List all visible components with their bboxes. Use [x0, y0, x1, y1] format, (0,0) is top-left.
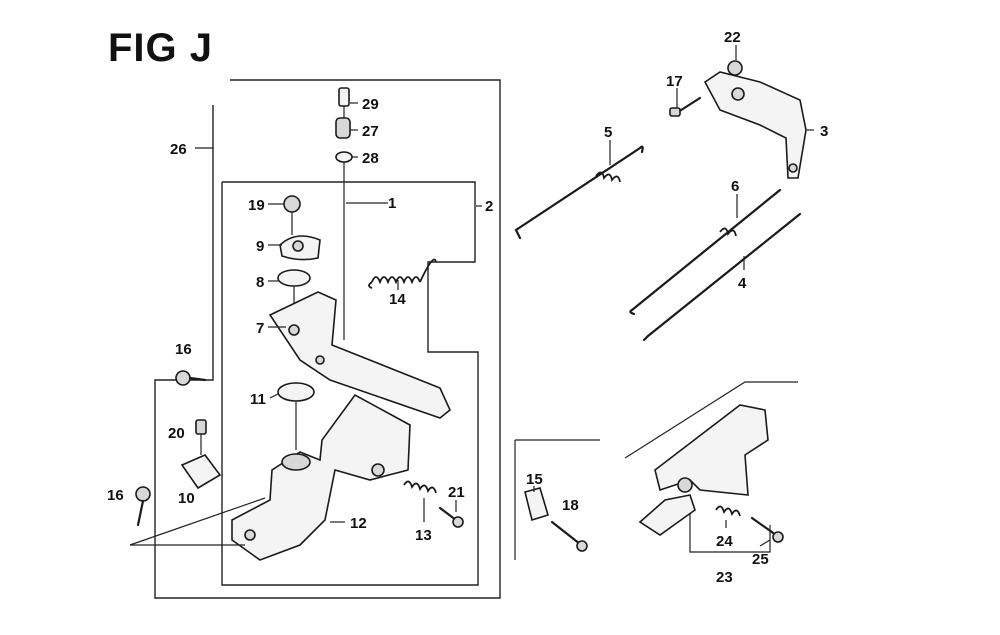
- assembly-frame-2: [221, 181, 479, 586]
- part-12-bracket: [231, 393, 411, 561]
- figure-title: FIG J: [108, 26, 214, 70]
- part-21-bolt: [438, 506, 464, 528]
- callout-15: 15: [526, 471, 543, 488]
- callout-13: 13: [415, 527, 432, 544]
- callout-1: 1: [388, 195, 396, 212]
- callout-24: 24: [716, 533, 733, 550]
- part-16-bolt-lower: [129, 486, 266, 546]
- callout-16-lower: 16: [107, 487, 124, 504]
- part-23-bracket: [638, 404, 769, 536]
- callout-8: 8: [256, 274, 264, 291]
- assembly-frame-23: [624, 381, 798, 553]
- callout-16-upper: 16: [175, 341, 192, 358]
- callout-22: 22: [724, 29, 741, 46]
- part-20-bolt: [195, 419, 207, 455]
- callout-19: 19: [248, 197, 265, 214]
- callout-5: 5: [604, 124, 612, 141]
- callout-4: 4: [738, 275, 747, 292]
- callout-17: 17: [666, 73, 683, 90]
- part-14-spring: [368, 258, 437, 289]
- part-28-washer: [335, 151, 353, 340]
- callout-12: 12: [350, 515, 367, 532]
- callout-11: 11: [250, 391, 266, 408]
- part-7-lever: [268, 291, 451, 419]
- callout-25: 25: [752, 551, 769, 568]
- assembly-frame-15-18: [514, 439, 600, 560]
- part-19-nut: [283, 195, 301, 235]
- part-3-lever: [703, 71, 807, 179]
- callout-28: 28: [362, 150, 379, 167]
- part-9-plate: [279, 235, 321, 261]
- part-16-bolt-upper: [175, 370, 207, 386]
- callout-18: 18: [562, 497, 579, 514]
- part-13-spring: [403, 480, 437, 494]
- part-18-bolt: [550, 520, 588, 552]
- part-25-bolt: [750, 516, 784, 543]
- callout-9: 9: [256, 238, 264, 255]
- part-17-bolt: [669, 96, 702, 117]
- part-10-clamp: [180, 454, 222, 490]
- callout-21: 21: [448, 484, 465, 501]
- callout-3: 3: [820, 123, 828, 140]
- callout-23: 23: [716, 569, 733, 586]
- part-15-collar: [524, 487, 549, 522]
- callout-27: 27: [362, 123, 379, 140]
- part-6-rod: [629, 188, 782, 316]
- leader-lines: [268, 45, 814, 547]
- assembly-frame-26: [154, 79, 501, 599]
- part-11-washer: [277, 382, 315, 450]
- callout-labels: 29 27 28 1 2 26 19 9 8 7 14 16 11 20 10 …: [107, 29, 828, 586]
- part-24-spring: [715, 505, 741, 517]
- part-4-rod: [642, 212, 802, 342]
- callout-26: 26: [170, 141, 187, 158]
- callout-20: 20: [168, 425, 185, 442]
- part-29-bolt: [338, 87, 350, 118]
- part-5-rod: [514, 145, 644, 240]
- callout-7: 7: [256, 320, 264, 337]
- part-27-collar: [335, 117, 351, 139]
- callout-14: 14: [389, 291, 406, 308]
- part-22-nut: [727, 60, 743, 76]
- callout-2: 2: [485, 198, 493, 215]
- callout-6: 6: [731, 178, 739, 195]
- callout-29: 29: [362, 96, 379, 113]
- callout-10: 10: [178, 490, 195, 507]
